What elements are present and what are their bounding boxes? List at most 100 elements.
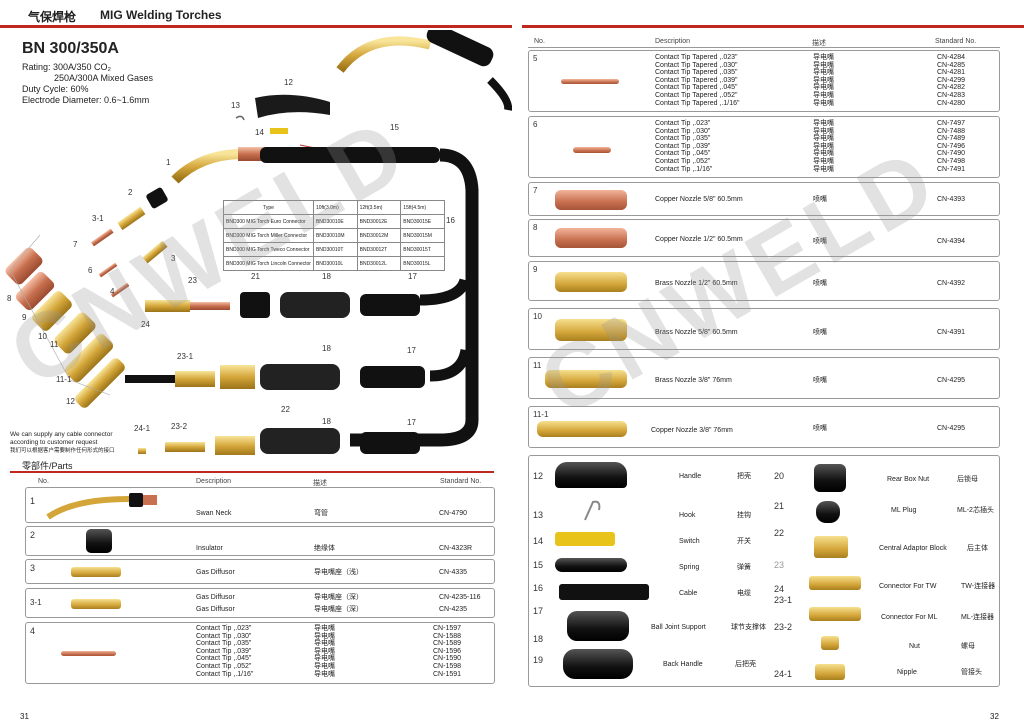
copper-nozzle-long-icon bbox=[537, 421, 627, 437]
ball-joint-icon bbox=[567, 611, 629, 641]
hook-part bbox=[235, 115, 245, 121]
contact-tip-icon bbox=[61, 651, 116, 656]
list-item: 2 Insulator 绝缘体 CN-4323R bbox=[25, 526, 495, 556]
header-rule-left bbox=[0, 25, 512, 28]
list-item: 11 Brass Nozzle 3/8" 76mm 喷嘴 CN-4295 bbox=[528, 357, 1000, 399]
back-handle-18-row1 bbox=[280, 292, 350, 318]
connector-table: Type 10ft(3.0m) 12ft(3.5m) 15ft(4.5m) BN… bbox=[223, 200, 445, 271]
label-8: 9 bbox=[22, 313, 27, 322]
spring-17-row1 bbox=[360, 294, 420, 316]
complete-torch-handle bbox=[426, 30, 494, 67]
label-14: 14 bbox=[255, 128, 264, 137]
central-adaptor-icon bbox=[814, 536, 848, 558]
label-17c: 17 bbox=[407, 418, 416, 427]
brass-nozzle-icon bbox=[545, 370, 627, 388]
label-24: 24 bbox=[141, 320, 150, 329]
back-handle-icon bbox=[563, 649, 633, 679]
label-3-1: 3-1 bbox=[92, 214, 104, 223]
header-cn: 气保焊枪 bbox=[28, 10, 77, 24]
label-23: 23 bbox=[188, 276, 197, 285]
diffuser-3-diagram bbox=[142, 240, 168, 264]
swan-neck-icon bbox=[46, 493, 157, 520]
label-18c: 18 bbox=[322, 417, 331, 426]
rear-box-nut-icon bbox=[814, 464, 846, 492]
nozzle-8-diagram bbox=[15, 271, 55, 311]
supply-note-cn: 我们可以根据客户需要制作任何形式的接口 bbox=[10, 448, 115, 454]
handle-part bbox=[255, 94, 330, 118]
parts-heading: 零部件/Parts bbox=[22, 461, 73, 471]
cable-top bbox=[260, 147, 440, 163]
r-col-std: Standard No. bbox=[935, 38, 977, 45]
ml-connector-icon bbox=[809, 607, 861, 621]
diffuser-3-1-diagram bbox=[117, 206, 146, 231]
label-7: 8 bbox=[7, 294, 12, 303]
label-6: 7 bbox=[73, 240, 78, 249]
nozzle-11-1-diagram bbox=[75, 358, 125, 408]
rating-line1: Rating: 300A/350 CO₂ bbox=[22, 62, 112, 72]
label-24-1: 24-1 bbox=[134, 424, 151, 433]
contact-tip-tapered-icon bbox=[561, 79, 619, 84]
model-title: BN 300/350A bbox=[22, 40, 119, 57]
label-12: 12 bbox=[284, 78, 293, 87]
parts-rule bbox=[10, 471, 494, 473]
page-number-left: 31 bbox=[20, 712, 29, 721]
duty-cycle: Duty Cycle: 60% bbox=[22, 84, 89, 94]
brass-nozzle-icon bbox=[555, 272, 627, 292]
connector-table-header: Type 10ft(3.0m) 12ft(3.5m) 15ft(4.5m) bbox=[223, 200, 445, 215]
insulator-diagram bbox=[146, 187, 168, 209]
list-item: 9 Brass Nozzle 1/2" 60.5mm 喷嘴 CN-4392 bbox=[528, 261, 1000, 301]
list-item: 8 Copper Nozzle 1/2" 60.5mm 喷嘴 CN-4394 bbox=[528, 219, 1000, 257]
nozzle-7-diagram bbox=[5, 247, 43, 285]
swan-neck-diagram bbox=[171, 149, 241, 184]
copper-nozzle-icon bbox=[555, 190, 627, 210]
accessories-panel: 12 Handle 把壳 13 Hook 挂钩 14 Switch 开关 15 … bbox=[528, 455, 1000, 687]
switch-icon bbox=[555, 532, 615, 546]
label-21: 21 bbox=[251, 272, 260, 281]
label-16: 16 bbox=[446, 216, 455, 225]
connector-23-2-diagram bbox=[165, 442, 205, 452]
complete-torch-neck bbox=[336, 36, 432, 73]
swan-neck-tip bbox=[238, 147, 266, 161]
label-1: 1 bbox=[166, 158, 171, 167]
label-23-1: 23-1 bbox=[177, 352, 194, 361]
th-15ft: 15ft(4.5m) bbox=[400, 200, 445, 215]
exploded-diagram bbox=[5, 30, 512, 455]
list-item: 3-1 Gas Diffusor Gas Diffusor 导电嘴座（深） 导电… bbox=[25, 588, 495, 618]
nut-icon bbox=[821, 636, 839, 650]
th-12ft: 12ft(3.5m) bbox=[356, 200, 402, 215]
cable-icon bbox=[559, 584, 649, 600]
rating-line2: 250A/300A Mixed Gases bbox=[54, 73, 154, 83]
label-18a: 18 bbox=[322, 272, 331, 281]
copper-nozzle-icon bbox=[555, 228, 627, 248]
back-handle-18-row3 bbox=[260, 428, 340, 454]
nozzle-10-diagram bbox=[54, 312, 96, 354]
complete-torch-cable bbox=[487, 77, 512, 111]
list-item: 10 Brass Nozzle 5/8" 60.5mm 喷嘴 CN-4391 bbox=[528, 308, 1000, 350]
list-item: 5 Contact Tip Tapered ,.023"Contact Tip … bbox=[528, 50, 1000, 112]
label-11: 11-1 bbox=[56, 375, 72, 384]
nozzle-9-diagram bbox=[32, 291, 72, 331]
handle-icon bbox=[555, 462, 627, 488]
r-col-desc: Description bbox=[655, 38, 691, 45]
r-col-cn: 描述 bbox=[812, 40, 826, 47]
label-23-2: 23-2 bbox=[171, 422, 188, 431]
electrode-diameter: Electrode Diameter: 0.6~1.6mm bbox=[22, 95, 150, 105]
tw-connector-icon bbox=[809, 576, 861, 590]
list-item: 1 Swan Neck 弯管 CN-4790 bbox=[25, 487, 495, 523]
label-22: 22 bbox=[281, 405, 290, 414]
spring-17-row2 bbox=[360, 366, 425, 388]
gas-diffusor-icon bbox=[71, 567, 121, 577]
hook-icon bbox=[584, 500, 601, 521]
label-5: 6 bbox=[88, 266, 93, 275]
tip-5-diagram bbox=[98, 262, 118, 278]
label-17b: 17 bbox=[407, 346, 416, 355]
label-3: 3 bbox=[171, 254, 176, 263]
ml-plug-icon bbox=[816, 501, 840, 523]
col-no: No. bbox=[38, 478, 49, 485]
brass-nozzle-icon bbox=[555, 319, 627, 341]
col-desc: Description bbox=[196, 478, 232, 485]
